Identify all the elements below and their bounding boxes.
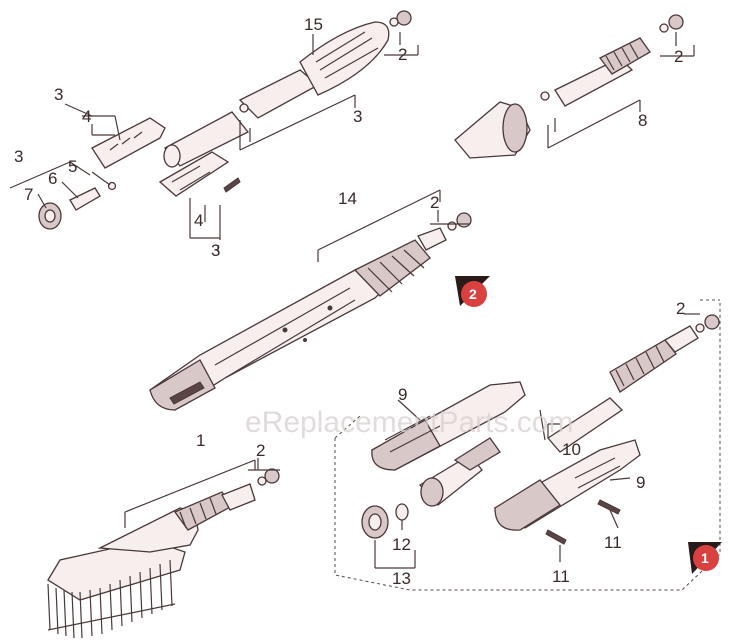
callout-2: 2: [256, 441, 265, 460]
callout-2: 2: [676, 299, 685, 318]
wash-brush-part-1[interactable]: [47, 468, 280, 639]
badge-1-number: 1: [701, 550, 709, 566]
spray-nozzle-part-8[interactable]: [454, 14, 684, 159]
watermark: eReplacementParts.com: [245, 406, 573, 439]
lance-part-14[interactable]: [148, 212, 472, 411]
callout-9: 9: [636, 473, 645, 492]
badge-2[interactable]: 2: [455, 276, 490, 307]
callout-2: 2: [430, 193, 439, 212]
badge-1[interactable]: 1: [688, 542, 722, 574]
callout-3: 3: [211, 241, 220, 260]
callout-10: 10: [562, 440, 581, 459]
callout-numbers: 15 2 3 2 8 3 4 3 5 6 7 4 3 14 2 2 9 10 9…: [14, 15, 685, 588]
badge-2-number: 2: [469, 286, 477, 302]
callout-8: 8: [638, 111, 647, 130]
badge-1-circle: [693, 545, 719, 571]
callout-2: 2: [398, 45, 407, 64]
callout-15: 15: [304, 15, 323, 34]
callout-11: 11: [552, 567, 570, 586]
leader-lines: [9, 32, 721, 591]
callout-5: 5: [68, 157, 77, 176]
badge-2-circle: [461, 281, 487, 307]
callout-9: 9: [398, 385, 407, 404]
callout-6: 6: [48, 169, 57, 188]
lance-extension-part-15[interactable]: [163, 10, 412, 168]
callout-14: 14: [338, 189, 357, 208]
callout-4: 4: [82, 107, 91, 126]
callout-1: 1: [196, 431, 205, 450]
trigger-gun-assembly[interactable]: [361, 314, 720, 545]
callout-11: 11: [604, 533, 622, 552]
callout-4: 4: [194, 211, 203, 230]
callout-12: 12: [392, 535, 411, 554]
callout-3: 3: [353, 107, 362, 126]
callout-3: 3: [14, 147, 23, 166]
callout-3: 3: [54, 85, 63, 104]
callout-13: 13: [392, 569, 411, 588]
callout-2: 2: [674, 47, 683, 66]
adapter-assembly-part-3[interactable]: [38, 117, 241, 230]
callout-7: 7: [24, 185, 33, 204]
